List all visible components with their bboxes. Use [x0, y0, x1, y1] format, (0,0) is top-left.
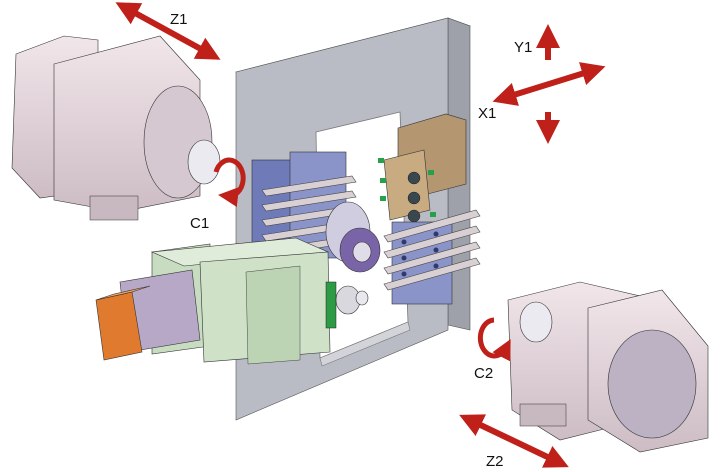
- c1-rotation-arrow: [213, 157, 246, 207]
- c2-rotation-arrow: [477, 317, 511, 362]
- rotation-arrows: [213, 157, 511, 362]
- right-tool-block: [383, 209, 481, 305]
- servo-motor: [95, 269, 201, 361]
- x1-arrow: [492, 62, 606, 106]
- z1-arrow: [115, 2, 221, 60]
- spindle-nose: [335, 285, 369, 315]
- label-z1: Z1: [170, 11, 188, 28]
- z2-arrow: [459, 414, 569, 468]
- label-c1: C1: [190, 215, 209, 232]
- label-z2: Z2: [486, 453, 504, 470]
- motion-arrows: [115, 2, 606, 468]
- disk-cutter: [325, 201, 381, 273]
- turret-head: [378, 113, 467, 223]
- spindle-motor-left: [11, 35, 221, 221]
- label-c2: C2: [474, 365, 493, 382]
- label-y1: Y1: [514, 39, 532, 56]
- spindle-motor-right: [507, 281, 709, 453]
- right-tool-bars: [383, 209, 481, 291]
- label-x1: X1: [478, 105, 496, 122]
